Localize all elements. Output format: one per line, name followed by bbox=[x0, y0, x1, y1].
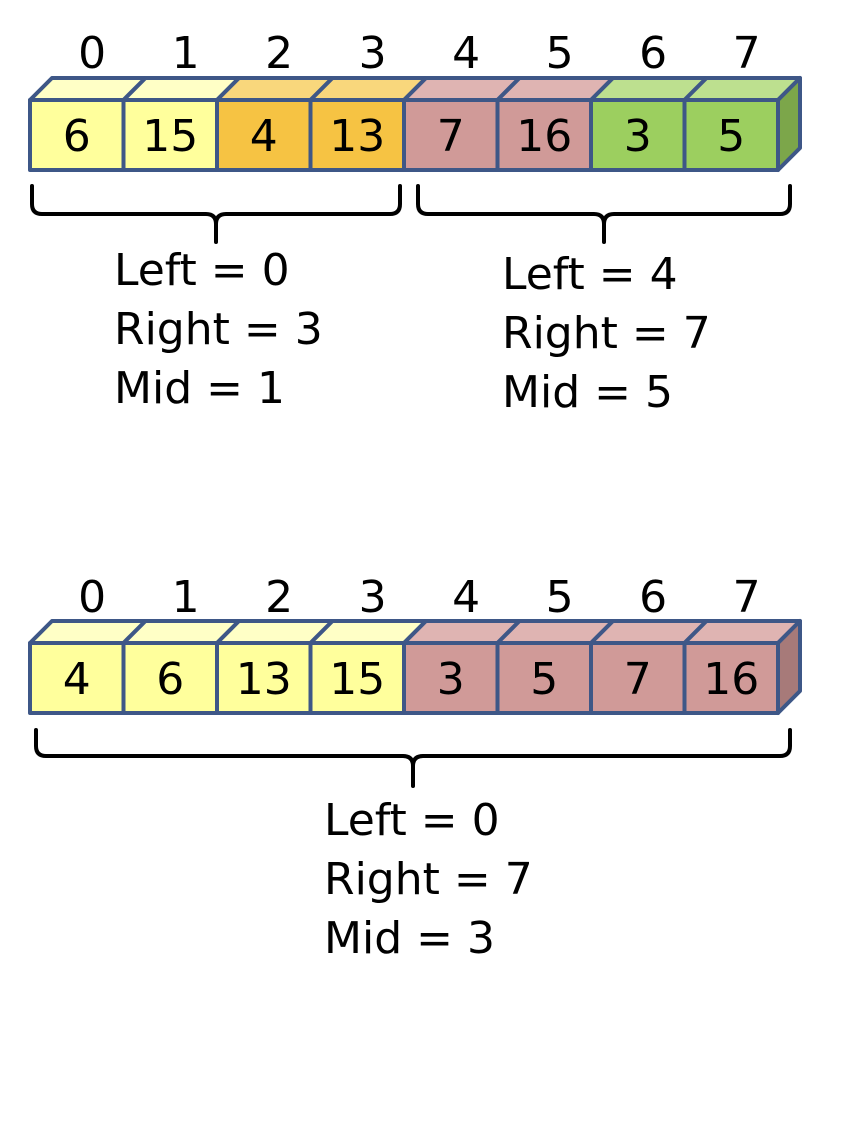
cell-value: 6 bbox=[63, 111, 91, 162]
cell-value: 3 bbox=[624, 111, 652, 162]
group-label-line: Mid = 3 bbox=[324, 913, 495, 964]
cell-value: 7 bbox=[437, 111, 465, 162]
index-label: 7 bbox=[733, 572, 761, 623]
index-label: 3 bbox=[359, 572, 387, 623]
cell-front-face bbox=[402, 98, 500, 172]
group-brace bbox=[30, 184, 402, 244]
group-label-line: Left = 4 bbox=[502, 249, 678, 300]
index-label: 1 bbox=[172, 572, 200, 623]
array-cell: 15 bbox=[121, 76, 241, 172]
group-label-line: Mid = 5 bbox=[502, 367, 673, 418]
array-cell: 13 bbox=[308, 76, 428, 172]
index-label: 6 bbox=[639, 572, 667, 623]
index-label: 3 bbox=[359, 28, 387, 79]
cell-value: 13 bbox=[329, 111, 385, 162]
index-label: 4 bbox=[452, 572, 480, 623]
cell-value: 16 bbox=[703, 654, 759, 705]
cell-value: 5 bbox=[530, 654, 558, 705]
cell-value: 15 bbox=[329, 654, 385, 705]
cell-front-face bbox=[402, 641, 500, 715]
index-label: 5 bbox=[546, 28, 574, 79]
group-brace bbox=[34, 728, 792, 788]
cell-value: 15 bbox=[142, 111, 198, 162]
index-label: 5 bbox=[546, 572, 574, 623]
index-label: 7 bbox=[733, 28, 761, 79]
index-label: 4 bbox=[452, 28, 480, 79]
index-label: 2 bbox=[265, 572, 293, 623]
cell-front-face bbox=[121, 641, 219, 715]
group-label-line: Mid = 1 bbox=[114, 363, 285, 414]
index-label: 6 bbox=[639, 28, 667, 79]
group-brace bbox=[416, 184, 792, 244]
cell-value: 6 bbox=[156, 654, 184, 705]
index-label: 0 bbox=[78, 572, 106, 623]
group-label-line: Left = 0 bbox=[324, 795, 500, 846]
array-cell: 13 bbox=[215, 619, 335, 715]
group-label-line: Left = 0 bbox=[114, 245, 290, 296]
group-label-line: Right = 7 bbox=[502, 308, 711, 359]
index-label: 2 bbox=[265, 28, 293, 79]
cell-front-face bbox=[589, 98, 687, 172]
cell-front-face bbox=[495, 641, 593, 715]
cell-front-face bbox=[682, 641, 780, 715]
cell-front-face bbox=[215, 641, 313, 715]
array-cell: 7 bbox=[589, 619, 709, 715]
cell-front-face bbox=[308, 98, 406, 172]
cell-front-face bbox=[682, 98, 780, 172]
array-cell: 5 bbox=[495, 619, 615, 715]
group-label-line: Right = 7 bbox=[324, 854, 533, 905]
cell-value: 5 bbox=[717, 111, 745, 162]
array-cell: 3 bbox=[589, 76, 709, 172]
array-cell: 4 bbox=[215, 76, 335, 172]
cell-value: 4 bbox=[250, 111, 278, 162]
index-label: 0 bbox=[78, 28, 106, 79]
array-cell: 3 bbox=[402, 619, 522, 715]
cell-front-face bbox=[28, 641, 126, 715]
index-label: 1 bbox=[172, 28, 200, 79]
array-cell: 16 bbox=[682, 619, 802, 715]
cell-front-face bbox=[121, 98, 219, 172]
group-label-line: Right = 3 bbox=[114, 304, 323, 355]
cell-value: 16 bbox=[516, 111, 572, 162]
array-cell: 4 bbox=[28, 619, 148, 715]
cell-value: 13 bbox=[236, 654, 292, 705]
array-cell: 5 bbox=[682, 76, 802, 172]
array-cell: 7 bbox=[402, 76, 522, 172]
cell-value: 4 bbox=[63, 654, 91, 705]
cell-value: 7 bbox=[624, 654, 652, 705]
cell-value: 3 bbox=[437, 654, 465, 705]
